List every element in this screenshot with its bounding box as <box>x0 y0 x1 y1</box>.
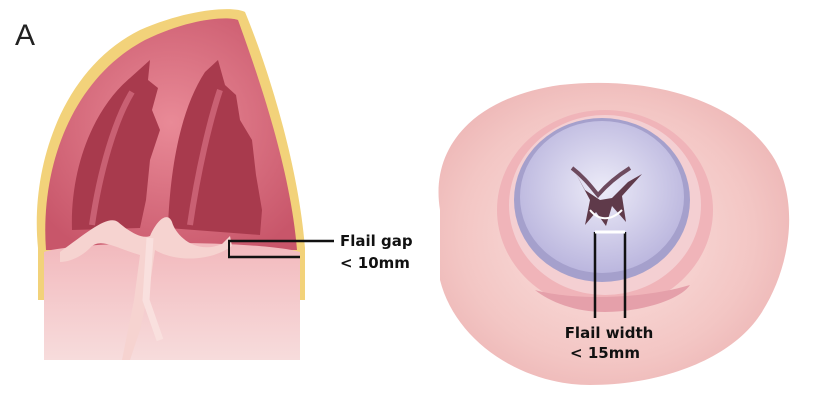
flail-width-threshold: < 15mm <box>570 344 640 362</box>
valve-leaflet-surface <box>520 121 684 273</box>
panel-label: A <box>15 19 35 52</box>
heart-long-axis-illustration <box>37 9 305 360</box>
flail-gap-threshold: < 10mm <box>340 254 410 272</box>
flail-gap-label: Flail gap <box>340 232 413 250</box>
atria-region <box>44 243 300 360</box>
flail-width-label: Flail width <box>565 324 654 342</box>
